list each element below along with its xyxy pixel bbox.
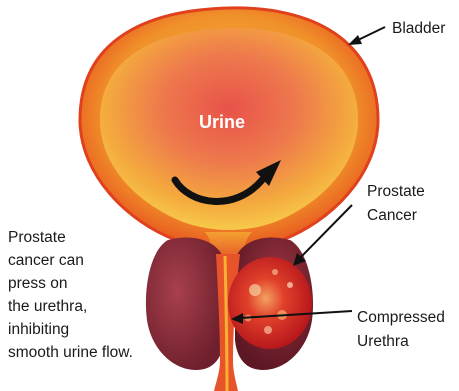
bladder-label: Bladder xyxy=(392,20,445,37)
explanation-note: Prostate cancer can press on the urethra… xyxy=(8,226,168,364)
compressed-urethra-label-line1: Compressed xyxy=(357,309,445,326)
bladder-pointer-arrow xyxy=(348,27,385,45)
tumor xyxy=(228,257,312,349)
tumor-spot xyxy=(272,269,278,275)
tumor-mass xyxy=(228,257,312,349)
tumor-spot xyxy=(264,326,272,334)
tumor-spot xyxy=(287,282,293,288)
urine-label: Urine xyxy=(199,112,245,132)
compressed-urethra-label-line2: Urethra xyxy=(357,333,409,350)
prostate-cancer-label-line1: Prostate xyxy=(367,183,425,200)
tumor-spot xyxy=(249,284,261,296)
prostate-cancer-label-line2: Cancer xyxy=(367,207,417,224)
